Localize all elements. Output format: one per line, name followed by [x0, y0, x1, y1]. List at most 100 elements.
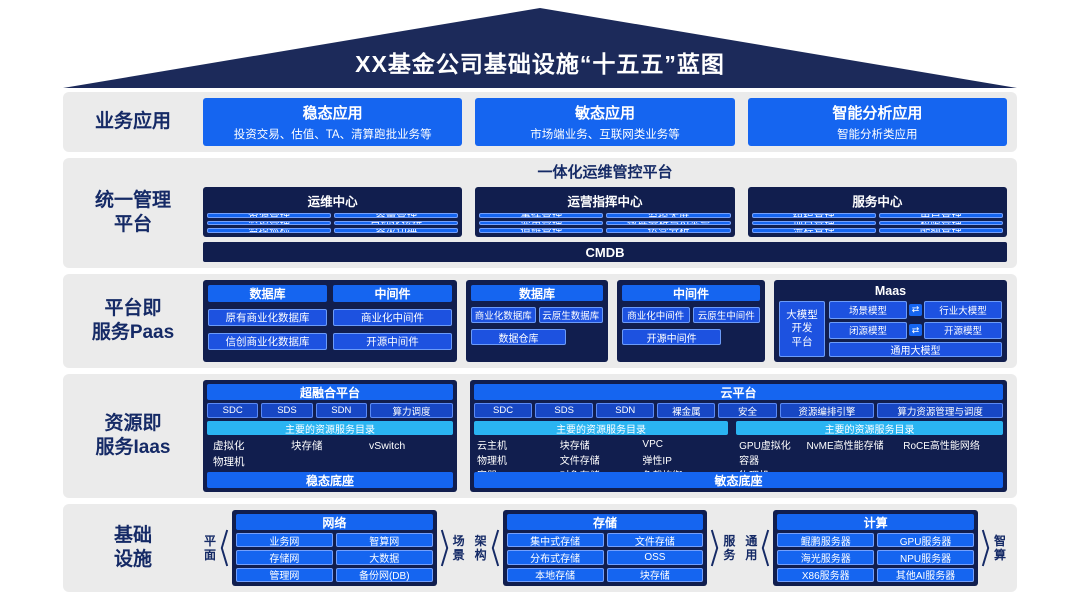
catalog-item: NvME高性能存储: [806, 441, 884, 452]
panel-header: 中间件: [622, 285, 760, 301]
chevron-right-icon: [711, 529, 719, 567]
column-header: 中间件: [333, 285, 452, 302]
catalog-item: 块存储: [291, 440, 323, 453]
cloud-catalog-left: 主要的资源服务目录 云主机 块存储 VPC 物理机 文件存储 弹性IP 容器 对…: [474, 421, 729, 482]
grid-item: 值班管理: [479, 228, 604, 233]
side-label-left: 平面: [203, 533, 216, 562]
compute-group: 通用 计算 鲲鹏服务器 GPU服务器 海光服务器 NPU服务器 X86服务器 其…: [744, 510, 1007, 586]
tech-box: 裸金属: [657, 403, 716, 418]
grid-item: 其他AI服务器: [877, 567, 975, 582]
grid-item: 鲲鹏服务器: [777, 533, 875, 548]
tech-box: SDN: [315, 403, 367, 418]
cloud-tech-row: SDC SDS SDN 裸金属 安全 资源编排引擎 算力资源管理与调度: [474, 403, 1003, 418]
grid-item: 监控管理: [207, 220, 332, 226]
paas-item: 开源中间件: [333, 333, 452, 350]
swap-arrow-icon: ⇄: [909, 324, 922, 337]
catalog-item: vSwitch: [369, 439, 406, 452]
grid-item: NPU服务器: [877, 550, 975, 565]
ops-center-panel: 运维中心 资源管理 容量管理 监控管理 自动化运维 监控巡检 容灾切换: [203, 187, 463, 237]
row-label-management: 统一管理 平台: [94, 190, 171, 235]
paas-item: 开源中间件: [622, 329, 722, 345]
catalog-header: 主要的资源服务目录: [207, 421, 453, 436]
maas-models: 场景模型 ⇄ 行业大模型 闭源模型 ⇄ 开源模型 通用大模型: [829, 301, 1002, 357]
grid-item: 监控大屏: [606, 213, 731, 218]
app-desc: 投资交易、估值、TA、清算跑批业务等: [233, 129, 432, 141]
integrated-ops-header: 一体化运维管控平台: [537, 164, 673, 181]
paas-item: 云原生中间件: [692, 307, 760, 323]
grid-item: 资源管理: [207, 213, 332, 218]
row-iaas: 资源即 服务Iaas 超融合平台 SDC SDS SDN 算力调度 主要的资源服…: [63, 374, 1017, 498]
grid-item: GPU服务器: [877, 533, 975, 548]
catalog-item: 物理机: [213, 455, 245, 468]
catalog-item: 弹性IP: [642, 456, 672, 467]
grid-item: 配额管理: [878, 228, 1003, 233]
chevron-left-icon: [491, 529, 499, 567]
grid-item: 组织管理: [751, 213, 876, 218]
hci-tech-row: SDC SDS SDN 算力调度: [207, 403, 453, 418]
iaas-content: 超融合平台 SDC SDS SDN 算力调度 主要的资源服务目录 虚拟化 块存储…: [203, 374, 1017, 498]
catalog-item: VPC: [642, 439, 663, 450]
tech-box: SDC: [474, 403, 533, 418]
panel-footer: 稳态底座: [207, 472, 453, 488]
panel-header: 数据库: [471, 285, 603, 301]
grid-item: 自动化运维: [334, 220, 459, 226]
ops-center-grid: 资源管理 容量管理 监控管理 自动化运维 监控巡检 容灾切换: [207, 213, 459, 233]
panel-header: 超融合平台: [207, 384, 453, 400]
infra-content: 平面 网络 业务网 智算网 存储网 大数据 管理网 备份网(DB) 场景: [203, 504, 1017, 592]
paas-item: 商业化数据库: [471, 307, 536, 323]
catalog-item: RoCE高性能网络: [903, 441, 980, 452]
cloud-mw-panel: 中间件 商业化中间件 云原生中间件 开源中间件: [617, 280, 765, 362]
app-title: 智能分析应用: [832, 105, 923, 122]
tech-box: 算力资源管理与调度: [877, 403, 1003, 418]
side-label-right: 场景: [452, 533, 465, 562]
page-title: XX基金公司基础设施“十五五”蓝图: [355, 51, 725, 77]
grid-item: 块存储: [606, 567, 704, 582]
panel-header: 云平台: [474, 384, 1003, 400]
mw-item-row: 商业化中间件 云原生中间件: [622, 307, 760, 323]
row-label-business: 业务应用: [94, 111, 171, 133]
tech-box: SDC: [207, 403, 259, 418]
side-label-left: 架构: [474, 533, 487, 562]
business-apps-content: 稳态应用 投资交易、估值、TA、清算跑批业务等 敏态应用 市场端业务、互联网类业…: [203, 92, 1017, 152]
grid-item: 运营分析: [606, 228, 731, 233]
network-group: 平面 网络 业务网 智算网 存储网 大数据 管理网 备份网(DB) 场景: [203, 510, 466, 586]
grid-item: 变更管理: [479, 220, 604, 226]
maas-body: 大模型 开发 平台 场景模型 ⇄ 行业大模型 闭源模型 ⇄ 开源模型 通用大模型: [779, 301, 1002, 357]
tech-box: 资源编排引擎: [779, 403, 875, 418]
maas-panel: Maas 大模型 开发 平台 场景模型 ⇄ 行业大模型 闭源模型 ⇄ 开源模型: [774, 280, 1007, 362]
service-center-grid: 组织管理 用户管理 项目管理 权限管理 流程管理 配额管理: [751, 213, 1003, 233]
model-item: 场景模型: [829, 301, 907, 319]
catalog-header: 主要的资源服务目录: [474, 421, 729, 436]
tech-box: SDN: [596, 403, 655, 418]
model-item: 开源模型: [924, 321, 1002, 339]
grid-item: X86服务器: [777, 567, 875, 582]
grid-item: OSS: [606, 550, 704, 565]
column-header: 数据库: [208, 285, 327, 302]
compute-grid: 鲲鹏服务器 GPU服务器 海光服务器 NPU服务器 X86服务器 其他AI服务器: [777, 533, 975, 582]
panel-title: 运维中心: [307, 195, 358, 209]
panel-title: 运营指挥中心: [567, 195, 643, 209]
grid-item: 业务网: [236, 533, 333, 548]
grid-item: 用户管理: [878, 213, 1003, 218]
row-label-infra: 基础 设施: [113, 525, 152, 570]
app-desc: 市场端业务、互联网类业务等: [530, 129, 680, 141]
storage-panel: 存储 集中式存储 文件存储 分布式存储 OSS 本地存储 块存储: [502, 510, 708, 586]
paas-item: 商业化中间件: [622, 307, 690, 323]
compute-panel: 计算 鲲鹏服务器 GPU服务器 海光服务器 NPU服务器 X86服务器 其他AI…: [773, 510, 979, 586]
catalog-item: GPU虚拟化: [739, 441, 791, 452]
legacy-mw-column: 中间件 商业化中间件 开源中间件: [333, 285, 452, 357]
catalog-item: 物理机: [477, 456, 507, 467]
grid-item: 流程管理: [751, 228, 876, 233]
centers-row: 运维中心 资源管理 容量管理 监控管理 自动化运维 监控巡检 容灾切换 运营指挥…: [203, 187, 1007, 237]
catalog-item: 文件存储: [559, 456, 600, 467]
network-grid: 业务网 智算网 存储网 大数据 管理网 备份网(DB): [236, 533, 433, 582]
panel-footer: 敏态底座: [474, 472, 1003, 488]
row-business-apps: 业务应用 稳态应用 投资交易、估值、TA、清算跑批业务等 敏态应用 市场端业务、…: [63, 92, 1017, 152]
panel-header: 存储: [506, 514, 704, 530]
app-title: 稳态应用: [302, 105, 363, 122]
chevron-left-icon: [762, 529, 770, 567]
chevron-right-icon: [440, 529, 448, 567]
maas-title: Maas: [874, 284, 907, 298]
app-box-stable: 稳态应用 投资交易、估值、TA、清算跑批业务等: [203, 98, 463, 146]
